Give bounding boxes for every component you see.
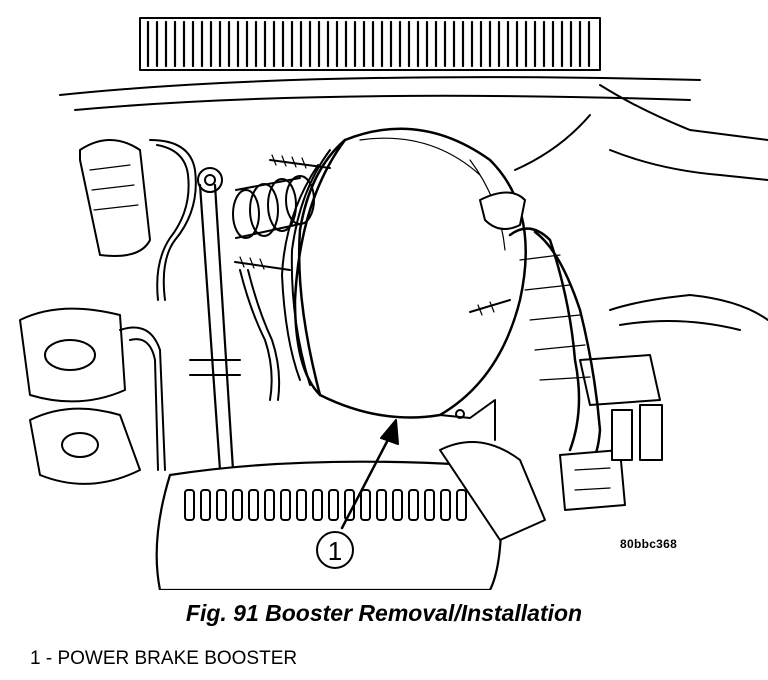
left-components [19, 139, 166, 485]
legend-item-1: 1 - POWER BRAKE BOOSTER [30, 648, 298, 669]
fender-outline [599, 84, 768, 331]
radiator-grille [59, 17, 701, 111]
electrical-connector [559, 354, 663, 511]
callout-arrow [340, 419, 399, 530]
figure-reference-code: 80bbc368 [620, 537, 678, 551]
callout-number: 1 [328, 536, 342, 566]
support-rod [189, 167, 241, 472]
booster-boot [232, 175, 315, 239]
brake-lines [149, 139, 281, 401]
power-brake-booster [281, 127, 527, 441]
callout-1: 1 [316, 531, 354, 569]
mounting-studs [234, 154, 511, 316]
engine-bay-illustration: 1 [19, 17, 768, 590]
figure-caption: Fig. 91 Booster Removal/Installation [185, 600, 583, 626]
lower-housing [155, 441, 546, 590]
